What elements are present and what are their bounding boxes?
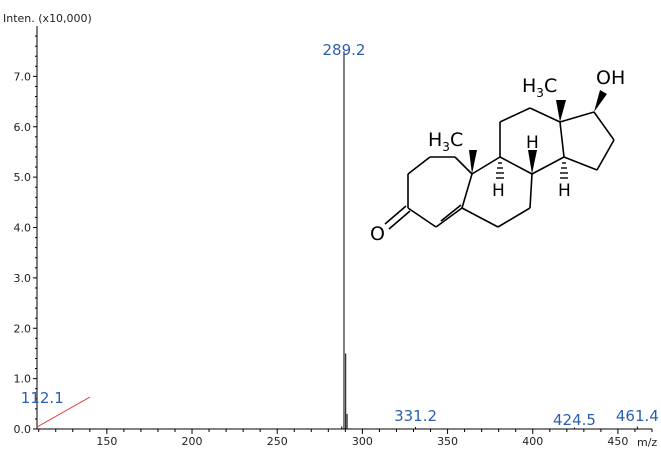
x-tick-label: 300 [352,435,373,448]
hydrogen-label-c9: H [492,181,505,201]
y-tick-label: 7.0 [14,70,32,83]
annotation-pointer-line [36,396,91,428]
x-tick-label: 350 [437,435,458,448]
y-tick-label: 5.0 [14,171,32,184]
y-tick-label: 2.0 [14,322,32,335]
x-tick-label: 150 [96,435,117,448]
ketone-oxygen-label: O [370,223,385,245]
y-tick-label: 0.0 [14,423,32,436]
y-tick-label: 6.0 [14,121,32,134]
x-tick-label: 250 [267,435,288,448]
peak-label: 461.4 [616,407,659,425]
molecule-structure: H3C H3C OH O H H H [370,67,625,245]
y-axis-label: Inten. (x10,000) [3,12,92,25]
peak-label: 424.5 [553,411,596,429]
x-tick-label: 400 [522,435,543,448]
peak-label: 289.2 [323,41,366,59]
peak-label: 331.2 [394,407,437,425]
methyl-label-c18: H3C [522,75,557,100]
peaks [341,51,638,429]
peak-label: 112.1 [21,389,64,407]
x-tick-label: 200 [182,435,203,448]
x-ticks: 150 200 250 300 350 400 450 [38,429,653,448]
x-axis-label: m/z [637,436,657,449]
hydrogen-label-c14: H [558,181,571,201]
y-tick-label: 3.0 [14,272,32,285]
y-tick-label: 1.0 [14,373,32,386]
peak-labels: 289.2 112.1 331.2 424.5 461.4 [21,41,659,429]
x-tick-label: 450 [607,435,628,448]
hydroxyl-label: OH [596,67,625,89]
hydrogen-label-c8: H [526,133,539,153]
methyl-label-c19: H3C [428,129,463,154]
y-tick-label: 4.0 [14,222,32,235]
y-ticks: 0.0 1.0 2.0 3.0 4.0 5.0 6.0 7.0 [14,35,37,436]
